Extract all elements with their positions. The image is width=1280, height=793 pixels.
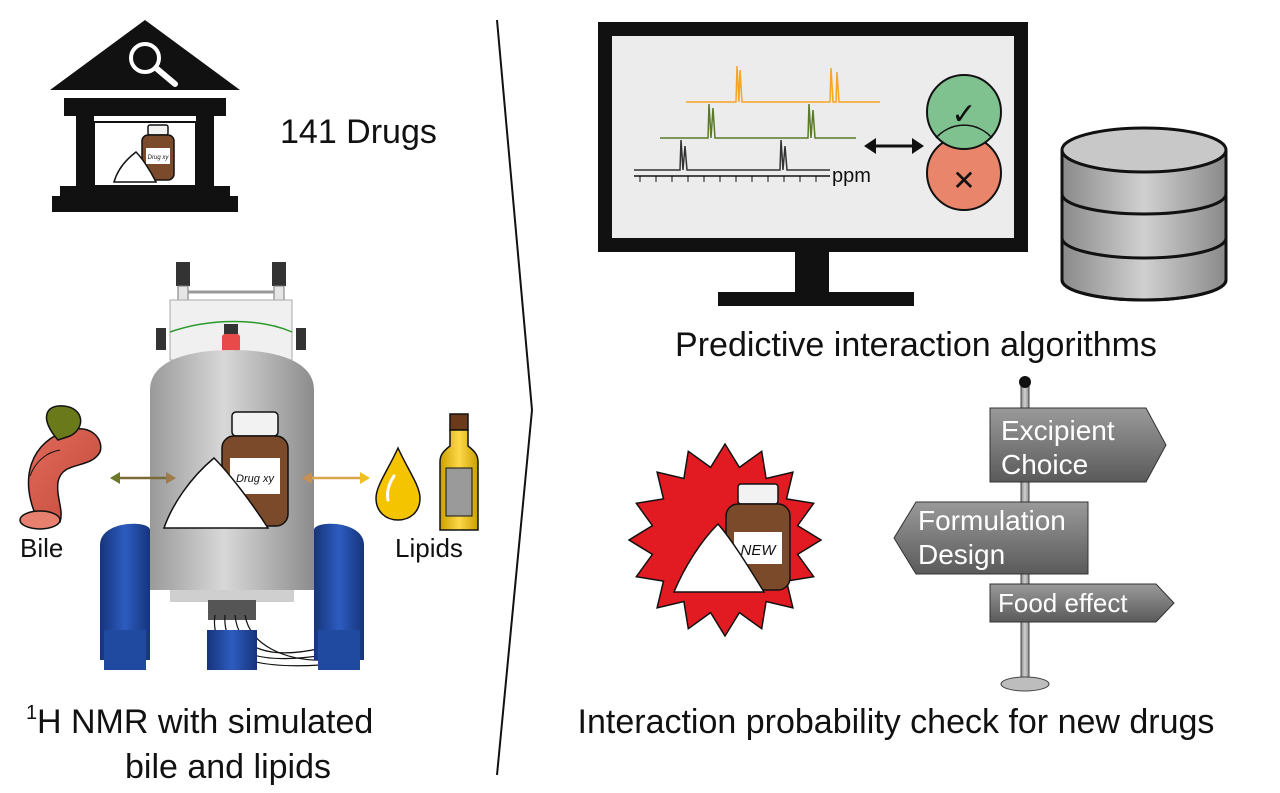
new-badge-icon: NEW [627, 442, 823, 638]
check-icon: ✓ [951, 98, 976, 131]
sign-food-effect: Food effect [989, 583, 1175, 623]
signpost-icon: Excipient Choice Formulation Design Food… [893, 376, 1175, 692]
drug-bottle-icon: Drug xy [141, 124, 175, 181]
nmr-spectra [634, 65, 880, 182]
caption-left-line1: H NMR with simulated [37, 703, 373, 741]
caption-interaction-check: Interaction probability check for new dr… [578, 703, 1215, 741]
caption-predictive: Predictive interaction algorithms [675, 326, 1157, 364]
caption-left-superscript: 1 [26, 702, 37, 724]
nmr-magnet-icon: Drug xy [100, 262, 364, 670]
magnifier-icon [129, 42, 178, 87]
sign-excipient-choice: Excipient Choice [989, 407, 1167, 483]
sign-line-design: Design [918, 539, 1005, 570]
library-count-label: 141 Drugs [280, 113, 437, 151]
caption-left-line2: bile and lipids [125, 748, 331, 786]
library-icon: Drug xy [50, 20, 240, 212]
cross-icon: ✕ [952, 165, 975, 196]
panel-divider [496, 19, 534, 776]
oil-bottle-icon [439, 413, 479, 531]
sign-line-choice: Choice [1001, 449, 1088, 480]
oil-drop-icon [375, 446, 421, 521]
sign-line-excipient: Excipient [1001, 415, 1115, 446]
sign-line-formulation: Formulation [918, 505, 1066, 536]
sign-line-food-effect: Food effect [998, 588, 1128, 618]
lipids-label: Lipids [395, 533, 463, 563]
sign-formulation-design: Formulation Design [893, 501, 1089, 575]
bottle-label-small: Drug xy [148, 155, 170, 161]
ppm-label: ppm [832, 165, 871, 187]
double-arrow-icon [864, 138, 924, 154]
bile-label: Bile [20, 533, 63, 563]
bile-duct-icon [19, 405, 102, 530]
powder-icon [113, 151, 158, 183]
bile-interaction-arrow [110, 472, 176, 484]
bottle-label-large: Drug xy [236, 473, 275, 485]
database-icon [1060, 126, 1228, 302]
lipid-interaction-arrow [302, 472, 370, 484]
new-label: NEW [741, 542, 778, 559]
